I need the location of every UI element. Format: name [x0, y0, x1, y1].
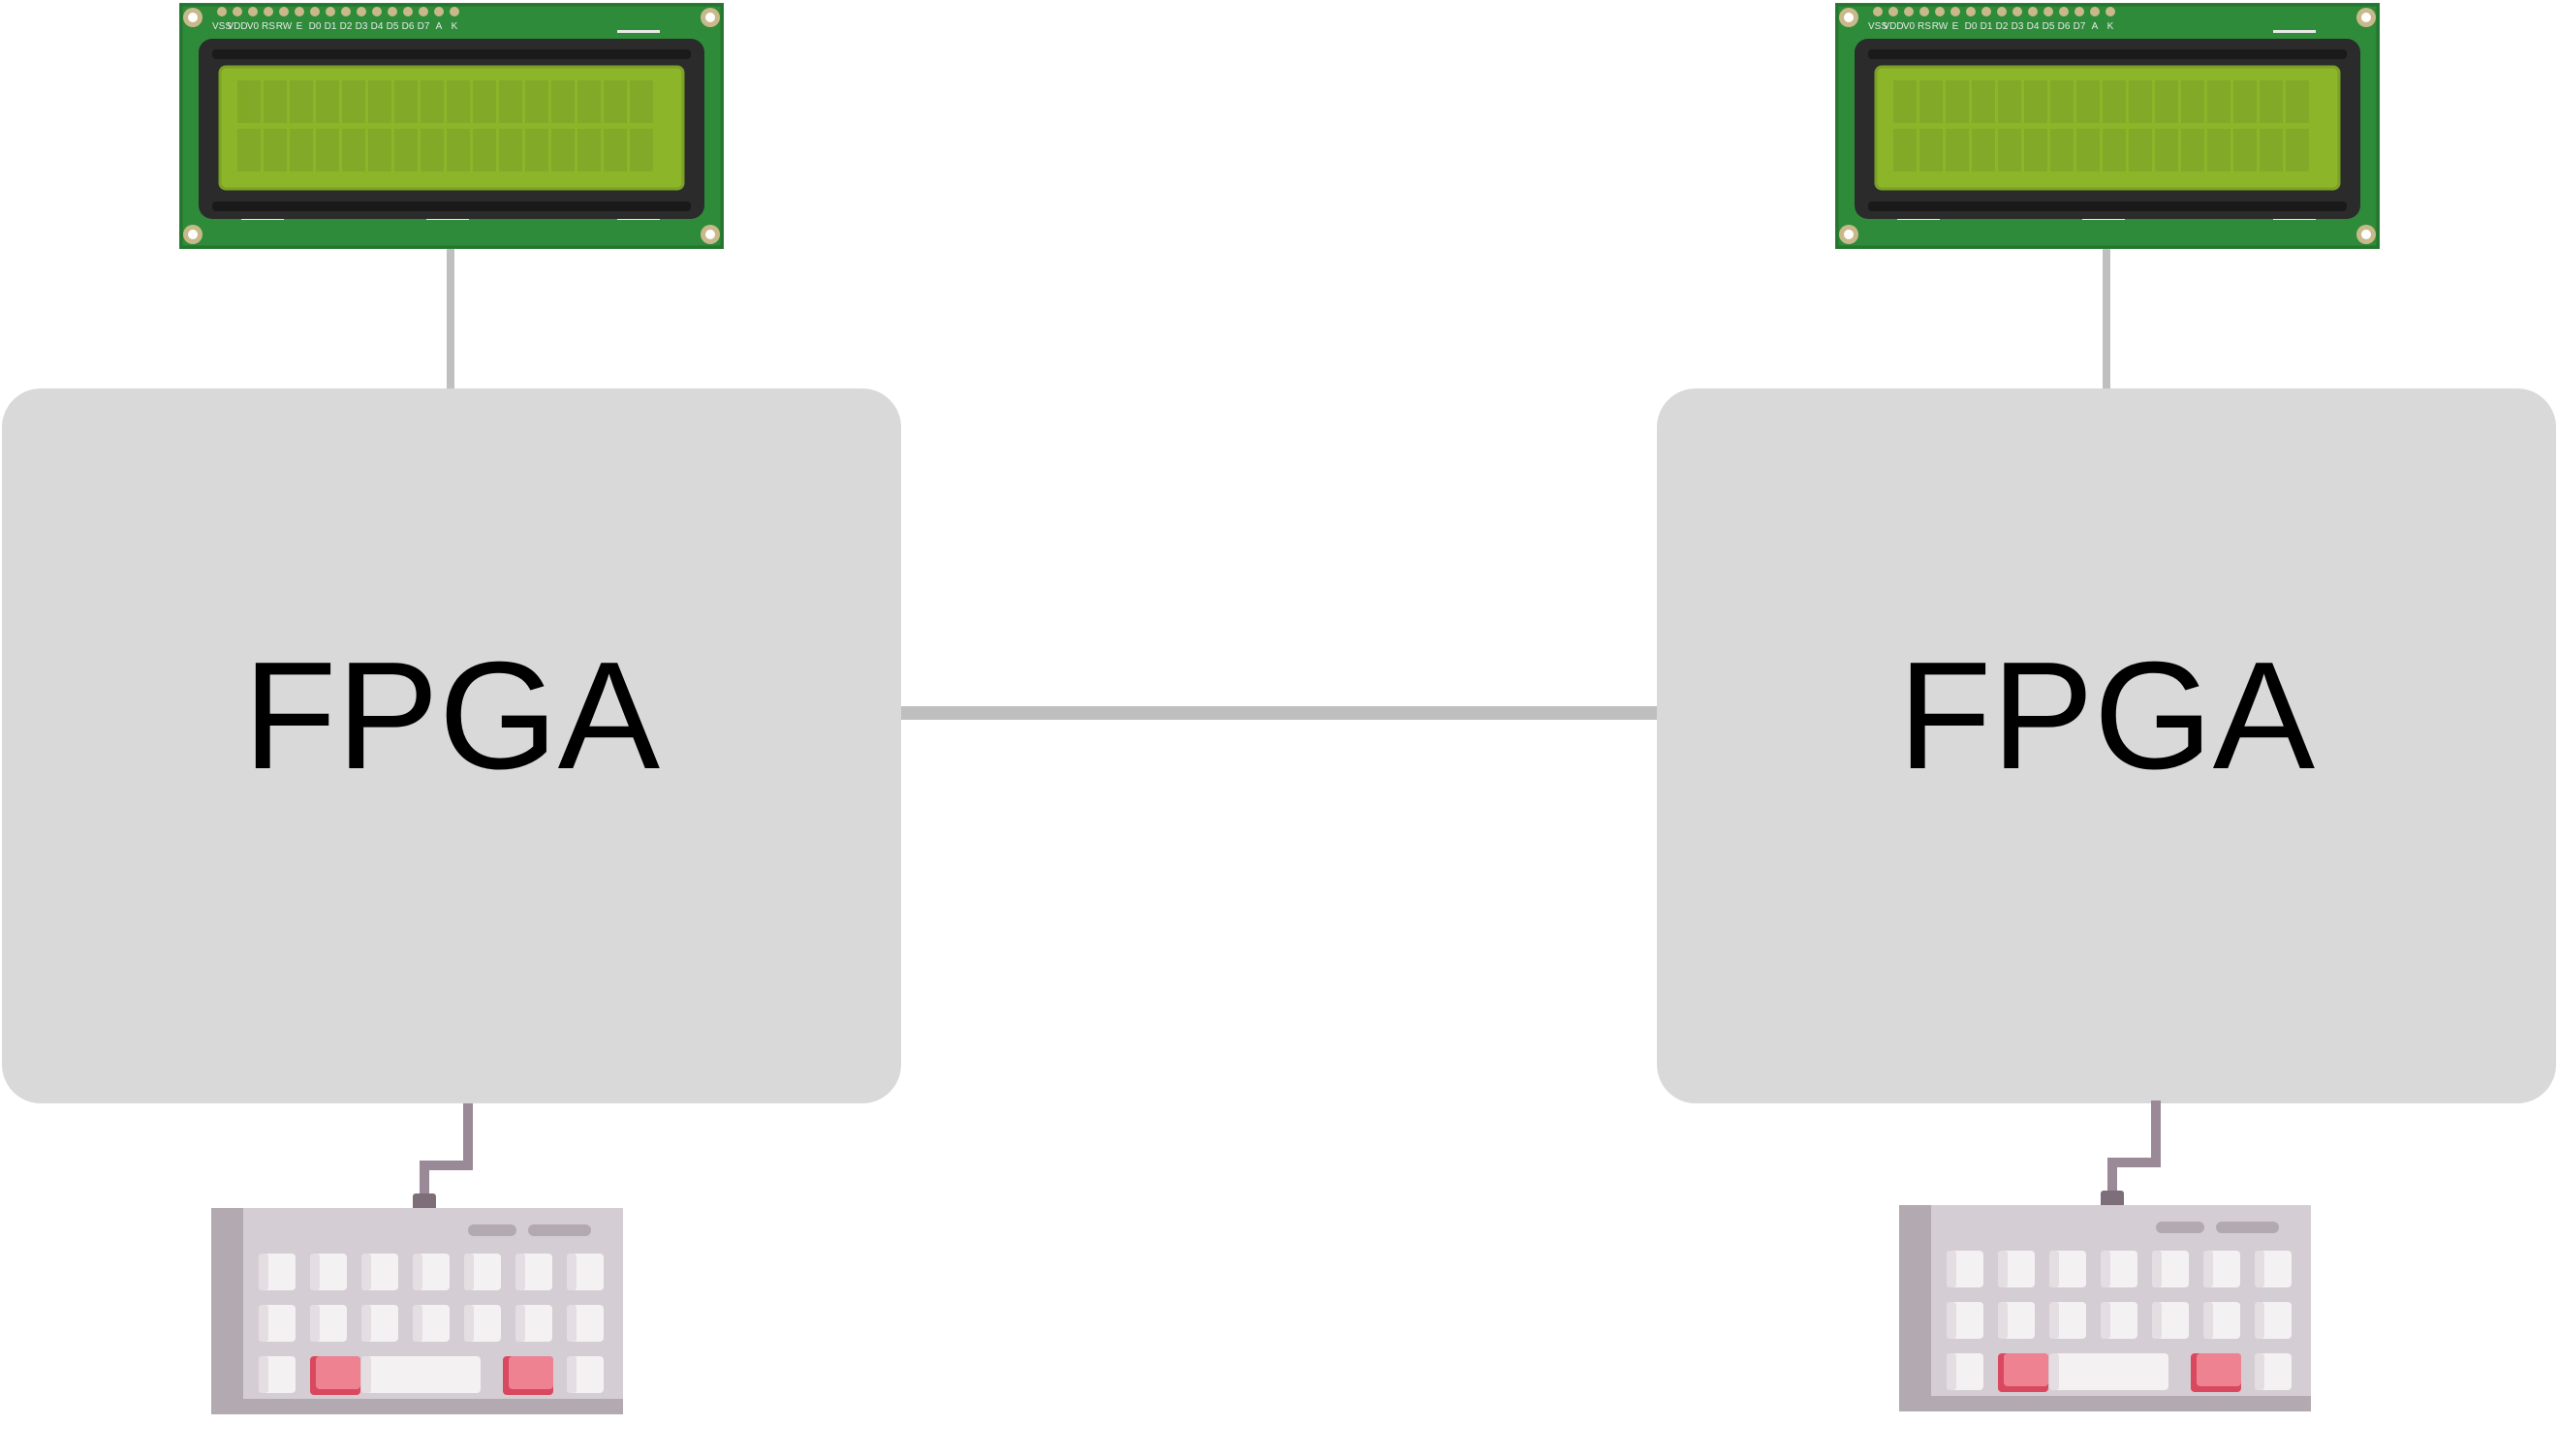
lcd-pin-label: D5 — [387, 21, 399, 32]
lcd-pin-label: A — [436, 21, 443, 32]
lcd-pin-label: D5 — [2043, 21, 2055, 32]
lcd-pin-label: RS — [262, 21, 275, 32]
lcd-pin-label: D0 — [1965, 21, 1978, 32]
lcd-pin-label: D0 — [309, 21, 322, 32]
lcd-pin-label: D2 — [340, 21, 353, 32]
lcd-pin-label: D4 — [371, 21, 384, 32]
fpga-box — [1657, 388, 2556, 1103]
lcd-pin-label: D1 — [325, 21, 337, 32]
lcd-pin-label: D7 — [418, 21, 430, 32]
lcd-pin-label: D2 — [1996, 21, 2009, 32]
keyboard-icon — [1899, 1100, 2311, 1411]
lcd-pin-label: RW — [276, 21, 293, 32]
lcd-pin-label: VDD — [227, 21, 247, 32]
keyboard-left — [211, 1103, 623, 1414]
fpga-block-left: FPGA — [2, 388, 901, 1103]
fpga-label: FPGA — [1898, 631, 2316, 801]
lcd-pin-label: V0 — [247, 21, 260, 32]
lcd-pin-label: D4 — [2027, 21, 2040, 32]
lcd-pin-label: D7 — [2074, 21, 2086, 32]
lcd-pin-label: VSS — [1868, 21, 1887, 32]
lcd-pin-label: D6 — [2058, 21, 2071, 32]
lcd-pin-label: K — [452, 21, 458, 32]
lcd-pin-label: D1 — [1981, 21, 1993, 32]
lcd-pin-label: V0 — [1903, 21, 1916, 32]
lcd-pin-label: D3 — [356, 21, 368, 32]
lcd-pin-label: K — [2107, 21, 2114, 32]
keyboard-icon — [211, 1103, 623, 1414]
lcd-pin-label: D3 — [2012, 21, 2024, 32]
fpga-box — [2, 388, 901, 1103]
fpga-block-right: FPGA — [1657, 388, 2556, 1103]
keyboard-right — [1899, 1100, 2311, 1411]
lcd-pin-label: RW — [1932, 21, 1949, 32]
lcd-pin-label: D6 — [402, 21, 415, 32]
lcd-pin-label: E — [296, 21, 303, 32]
fpga-label: FPGA — [243, 631, 661, 801]
lcd-pin-label: VDD — [1883, 21, 1903, 32]
lcd-pin-label: A — [2092, 21, 2099, 32]
lcd-pin-label: VSS — [212, 21, 232, 32]
lcd-pin-label: E — [1952, 21, 1959, 32]
lcd-pin-label: RS — [1918, 21, 1931, 32]
